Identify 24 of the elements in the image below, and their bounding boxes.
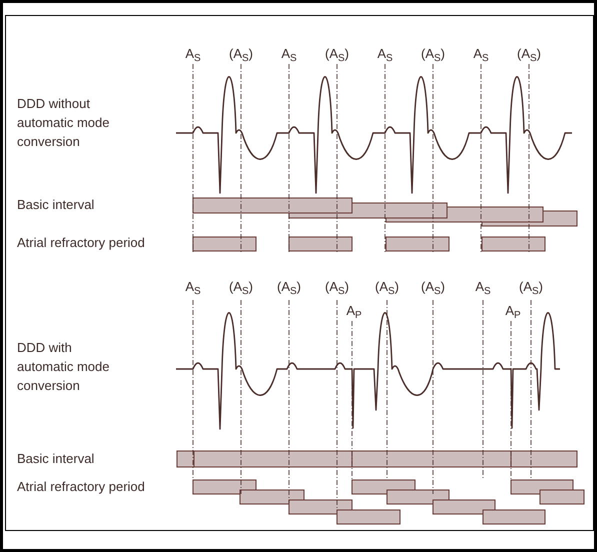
event-marker-label: (A$_{S}$) [325, 45, 349, 66]
row-label: Atrial refractory period [17, 478, 145, 496]
row-label: Basic interval [17, 196, 94, 214]
event-marker-label: A$_{S}$ [475, 278, 491, 299]
event-marker-label: (A$_{S}$) [421, 278, 445, 299]
event-marker-label: A$_{S}$ [281, 45, 297, 66]
event-marker-label: A$_{S}$ [185, 278, 201, 299]
row-label: DDD with automatic mode conversion [17, 339, 110, 395]
event-marker-label: (A$_{S}$) [421, 45, 445, 66]
event-marker-label: (A$_{S}$) [325, 278, 349, 299]
event-marker-label: (A$_{S}$) [517, 45, 541, 66]
row-label: Atrial refractory period [17, 234, 145, 252]
event-marker-label: (A$_{S}$) [519, 278, 543, 299]
event-marker-label: (A$_{S}$) [277, 278, 301, 299]
event-marker-label: A$_{S}$ [473, 45, 489, 66]
event-marker-label: A$_{P}$ [346, 302, 362, 323]
event-marker-label: A$_{P}$ [505, 302, 521, 323]
row-label: Basic interval [17, 450, 94, 468]
row-label: DDD without automatic mode conversion [17, 95, 110, 151]
event-marker-label: A$_{S}$ [185, 45, 201, 66]
event-marker-label: (A$_{S}$) [229, 45, 253, 66]
event-marker-label: (A$_{S}$) [375, 278, 399, 299]
event-marker-label: A$_{S}$ [377, 45, 393, 66]
event-marker-label: (A$_{S}$) [229, 278, 253, 299]
